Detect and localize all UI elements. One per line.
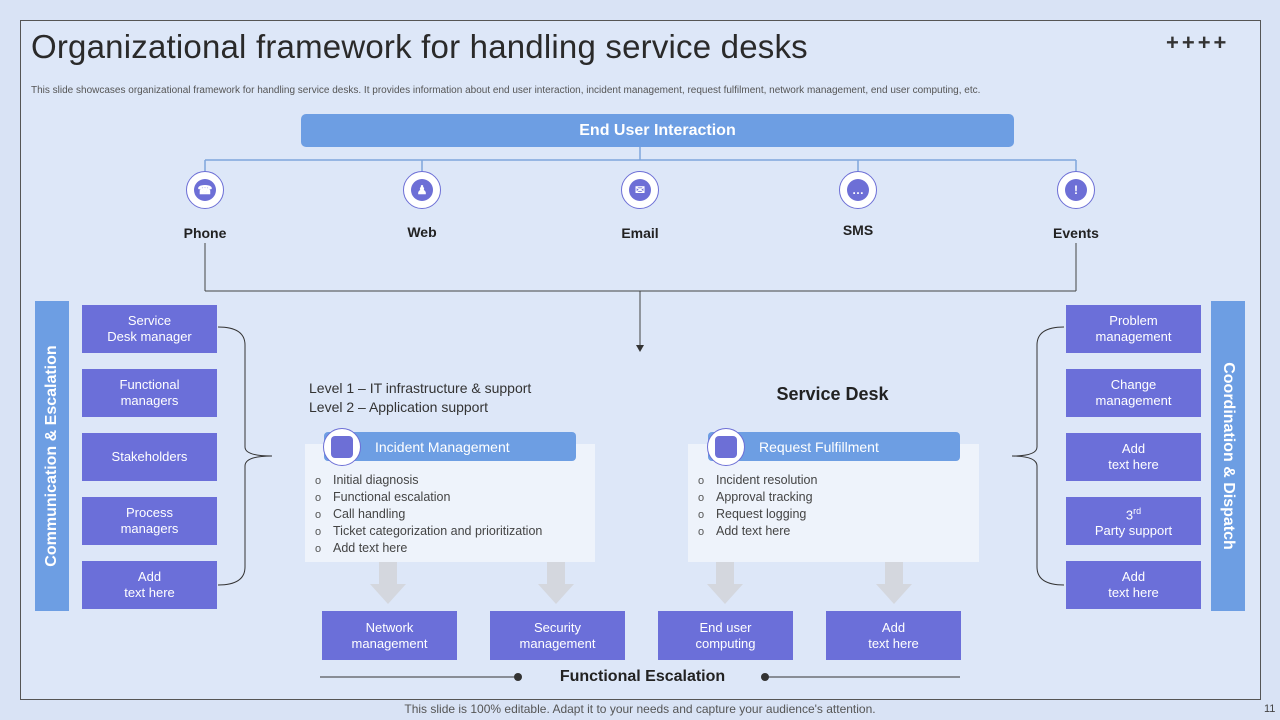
bottom-box: End user computing [658, 611, 793, 660]
channel-label-phone: Phone [183, 225, 227, 241]
escalation-dot-right [761, 673, 769, 681]
coordination-dispatch-bar: Coordination & Dispatch [1211, 301, 1245, 611]
level-1-text: Level 1 – IT infrastructure & support [309, 380, 532, 396]
right-box: Add text here [1066, 561, 1201, 609]
bottom-box: Add text here [826, 611, 961, 660]
list-item: Initial diagnosis [315, 472, 542, 489]
page-title: Organizational framework for handling se… [31, 28, 808, 65]
list-item: Approval tracking [698, 489, 817, 506]
functional-escalation-label: Functional Escalation [559, 668, 726, 685]
email-icon: ✉ [621, 171, 659, 209]
right-box: Add text here [1066, 433, 1201, 481]
end-user-interaction-bar: End User Interaction [301, 114, 1014, 147]
list-item: Call handling [315, 506, 542, 523]
channel-label-email: Email [621, 225, 659, 241]
exclamation-icon: ! [1057, 171, 1095, 209]
communication-escalation-bar: Communication & Escalation [35, 301, 69, 611]
escalation-dot-left [514, 673, 522, 681]
channel-label-web: Web [407, 224, 437, 240]
footer-text: This slide is 100% editable. Adapt it to… [404, 702, 876, 716]
chat-bubble-icon: … [839, 171, 877, 209]
support-levels: Level 1 – IT infrastructure & support Le… [309, 379, 531, 417]
incident-bullets: Initial diagnosis Functional escalation … [315, 472, 542, 557]
level-2-text: Level 2 – Application support [309, 399, 489, 415]
channel-label-sms: SMS [842, 222, 874, 238]
request-fulfillment-header: Request Fulfillment [708, 432, 960, 461]
left-box: Process managers [82, 497, 217, 545]
list-item: Request logging [698, 506, 817, 523]
phone-icon: ☎ [186, 171, 224, 209]
list-item: Add text here [315, 540, 542, 557]
incident-management-header: Incident Management [324, 432, 576, 461]
channel-label-events: Events [1053, 225, 1099, 241]
list-item: Functional escalation [315, 489, 542, 506]
user-laptop-icon: ♟ [403, 171, 441, 209]
page-number: 11 [1264, 703, 1276, 715]
computer-icon [323, 428, 361, 466]
left-box: Service Desk manager [82, 305, 217, 353]
list-item: Add text here [698, 523, 817, 540]
left-box: Add text here [82, 561, 217, 609]
bottom-box: Network management [322, 611, 457, 660]
right-box: Change management [1066, 369, 1201, 417]
plus-decoration: ++++ [1166, 30, 1230, 55]
left-box: Stakeholders [82, 433, 217, 481]
page-subtitle: This slide showcases organizational fram… [31, 85, 981, 96]
right-box: Problem management [1066, 305, 1201, 353]
clipboard-icon [707, 428, 745, 466]
bottom-box: Security management [490, 611, 625, 660]
service-desk-title: Service Desk [776, 384, 889, 404]
list-item: Ticket categorization and prioritization [315, 523, 542, 540]
list-item: Incident resolution [698, 472, 817, 489]
request-bullets: Incident resolution Approval tracking Re… [698, 472, 817, 540]
left-box: Functional managers [82, 369, 217, 417]
